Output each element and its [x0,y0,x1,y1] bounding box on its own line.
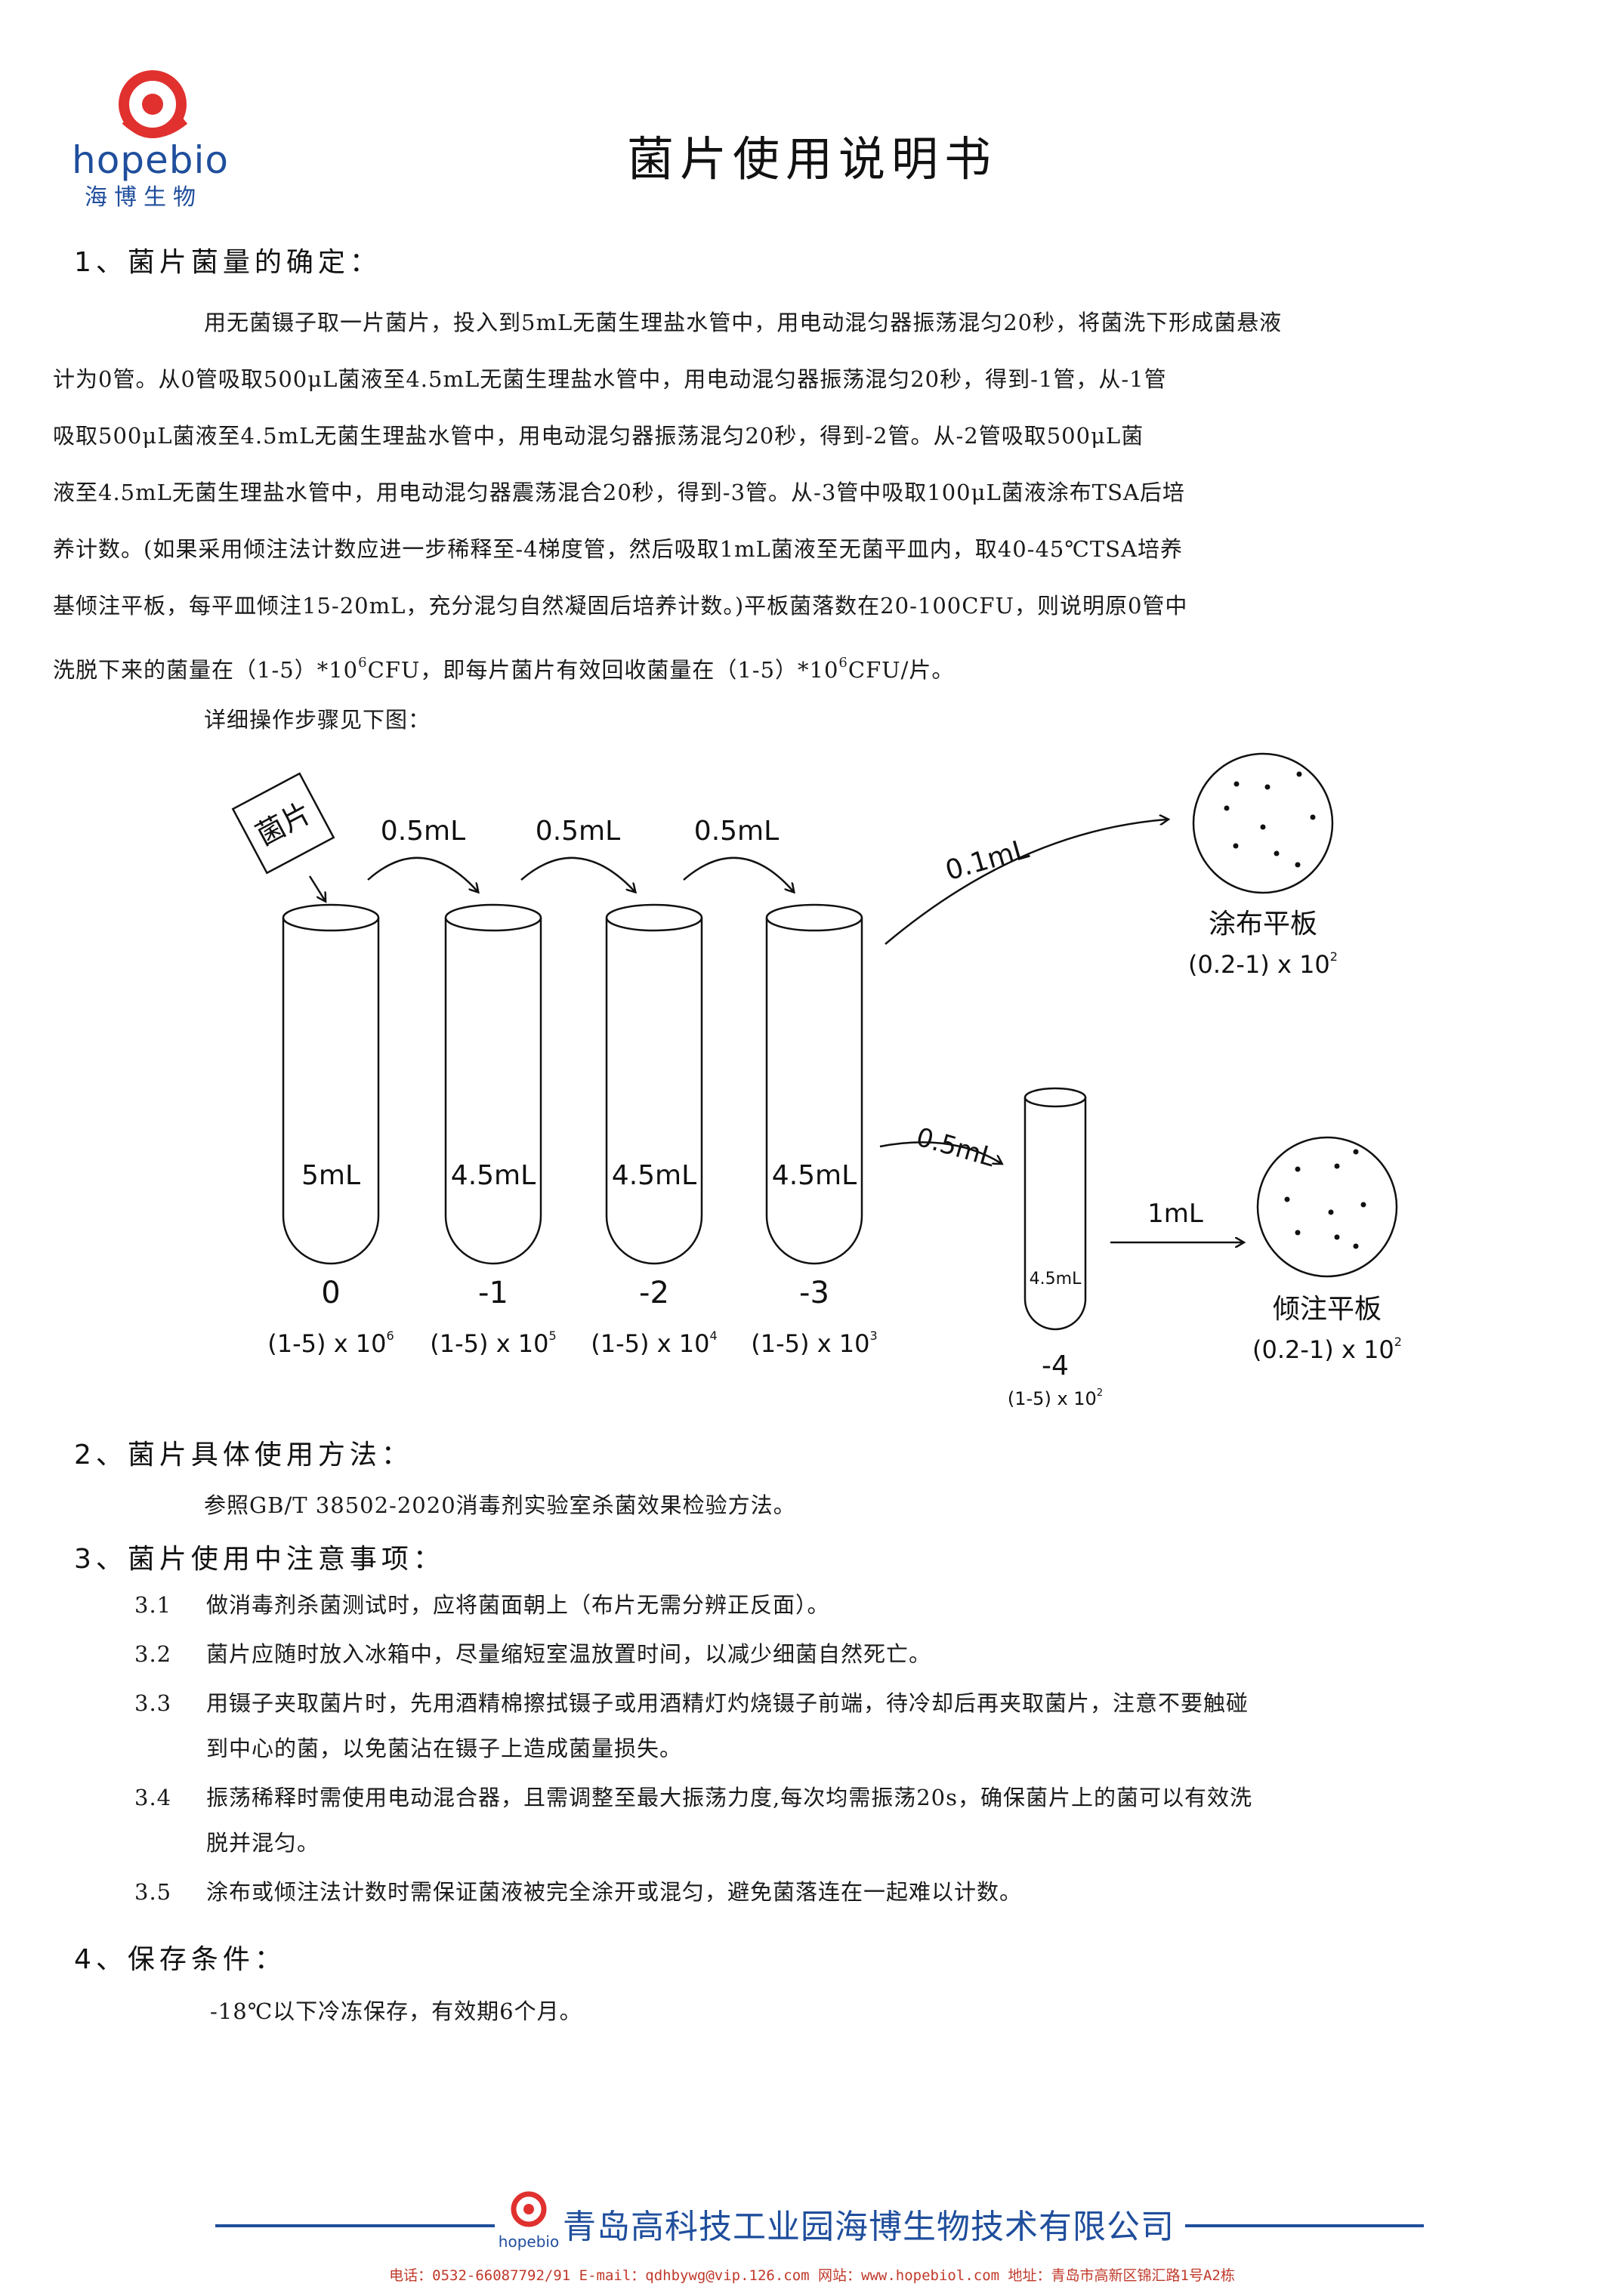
note-number: 3.5 [134,1879,172,1905]
tube-0-index: 0 [321,1276,340,1310]
paragraph-line-last: 洗脱下来的菌量在（1-5）*106CFU，即每片菌片有效回收菌量在（1-5）*1… [53,634,1522,699]
note-text: 用镊子夹取菌片时，先用酒精棉擦拭镊子或用酒精灯灼烧镊子前端，待冷却后再夹取菌片，… [206,1680,1521,1771]
section-2-text: 参照GB/T 38502-2020消毒剂实验室杀菌效果检验方法。 [204,1492,796,1518]
note-number: 3.3 [134,1690,172,1716]
pour-plate [1256,1136,1398,1278]
pour-transfer-arrow [879,1141,1001,1163]
hopebio-logo-mark [119,70,188,138]
footer-company-name: 青岛高科技工业园海博生物技术有限公司 [563,2199,1185,2248]
section-1-paragraph: 用无菌镊子取一片菌片，投入到5mL无菌生理盐水管中，用电动混匀器振荡混匀20秒，… [53,295,1522,699]
note-number: 3.1 [134,1592,172,1618]
see-below-text: 详细操作步骤见下图： [204,707,431,733]
tube-0 [282,903,380,1265]
tube-0-count: (1-5) x 106 [267,1329,394,1358]
tube-3-count: (1-5) x 103 [751,1329,877,1358]
note-text: 涂布或倾注法计数时需保证菌液被完全涂开或混匀，避免菌落连在一起难以计数。 [206,1879,1023,1905]
logo-wordmark: hopebio [72,138,230,182]
bacteria-chip: 菌片 [231,772,335,875]
note-line: 脱并混匀。 [206,1830,320,1856]
section-1-heading: 1、菌片菌量的确定： [74,247,381,278]
superscript: 6 [358,655,368,671]
note-line: 振荡稀释时需使用电动混合器，且需调整至最大振荡力度,每次均需振荡20s，确保菌片… [206,1785,1253,1810]
transfer-label-2: 0.5mL [536,816,620,847]
section-3-heading: 3、菌片使用中注意事项： [74,1544,445,1575]
tube-0-volume: 5mL [301,1160,360,1191]
tube-1-count: (1-5) x 105 [430,1329,556,1358]
tube-4 [1023,1087,1087,1331]
footer-contact-info: 电话：0532-66087792/91 E-mail：qdhbywg@vip.1… [389,2267,1235,2284]
text-fragment: CFU/片。 [848,657,955,683]
svg-text:hopebio: hopebio [499,2233,559,2251]
spread-plate-colonies [1224,771,1316,868]
spread-volume-label: 0.1mL [942,834,1032,887]
tube-3 [765,903,863,1265]
note-text: 菌片应随时放入冰箱中，尽量缩短室温放置时间，以减少细菌自然死亡。 [206,1641,932,1667]
pour-plate-name: 倾注平板 [1273,1294,1382,1325]
transfer-arrow-1 [367,856,477,891]
spread-plate-count: (0.2-1) x 102 [1188,949,1338,979]
tube-1-index: -1 [478,1276,508,1310]
transfer-arrow-2 [520,856,634,891]
text-fragment: 洗脱下来的菌量在（1-5）*10 [53,657,359,683]
tube-3-volume: 4.5mL [772,1160,857,1191]
tube-2-count: (1-5) x 104 [591,1329,717,1358]
section-4-text: -18℃以下冷冻保存，有效期6个月。 [210,1998,582,2024]
note-line: 到中心的菌，以免菌沾在镊子上造成菌量损失。 [206,1736,683,1761]
note-text: 振荡稀释时需使用电动混合器，且需调整至最大振荡力度,每次均需振荡20s，确保菌片… [206,1775,1521,1866]
note-line: 用镊子夹取菌片时，先用酒精棉擦拭镊子或用酒精灯灼烧镊子前端，待冷却后再夹取菌片，… [206,1690,1249,1716]
pour-volume-label: 1mL [1147,1199,1203,1229]
paragraph-line: 基倾注平板，每平皿倾注15-20mL，充分混匀自然凝固后培养计数。)平板菌落数在… [53,593,1188,619]
transfer-label-3: 0.5mL [694,816,779,847]
tube-2-index: -2 [639,1276,669,1310]
paragraph-line: 吸取500μL菌液至4.5mL无菌生理盐水管中，用电动混匀器振荡混匀20秒，得到… [53,423,1144,449]
chip-drop-arrow [308,875,325,900]
transfer-label-1: 0.5mL [381,816,465,847]
paragraph-line: 用无菌镊子取一片菌片，投入到5mL无菌生理盐水管中，用电动混匀器振荡混匀20秒，… [204,310,1283,335]
tube-4-volume: 4.5mL [1030,1270,1082,1288]
logo-chinese-name: 海博生物 [85,184,202,211]
tube-2-volume: 4.5mL [612,1160,696,1191]
pour-plate-colonies [1284,1149,1366,1249]
superscript: 6 [838,655,848,671]
dilution-diagram: 菌片 [231,752,1402,1409]
note-number: 3.2 [134,1641,172,1667]
pour-plate-count: (0.2-1) x 102 [1252,1335,1402,1364]
section-4-heading: 4、保存条件： [74,1944,286,1975]
tube-2 [605,903,703,1265]
text-fragment: CFU，即每片菌片有效回收菌量在（1-5）*10 [367,657,839,683]
footer-logo-icon: hopebio [495,2187,563,2254]
transfer-arrow-3 [683,856,793,891]
paragraph-line: 养计数。(如果采用倾注法计数应进一步稀释至-4梯度管，然后吸取1mL菌液至无菌平… [53,536,1183,562]
paragraph-line: 计为0管。从0管吸取500μL菌液至4.5mL无菌生理盐水管中，用电动混匀器振荡… [53,366,1167,392]
spread-arrow [885,819,1167,945]
tube-3-index: -3 [799,1276,829,1310]
tube-1 [444,903,542,1265]
tube-4-count: (1-5) x 102 [1008,1387,1103,1409]
paragraph-line: 液至4.5mL无菌生理盐水管中，用电动混匀器震荡混合20秒，得到-3管。从-3管… [53,480,1185,505]
section-2-heading: 2、菌片具体使用方法： [74,1440,413,1471]
tube-1-volume: 4.5mL [451,1160,536,1191]
note-number: 3.4 [134,1785,172,1810]
pour-transfer-label: 0.5mL [913,1122,999,1174]
document-title: 菌片使用说明书 [626,131,997,187]
spread-plate-name: 涂布平板 [1209,909,1317,940]
spread-plate [1192,752,1334,894]
note-text: 做消毒剂杀菌测试时，应将菌面朝上（布片无需分辨正反面）。 [206,1592,830,1618]
tube-4-index: -4 [1042,1350,1069,1381]
